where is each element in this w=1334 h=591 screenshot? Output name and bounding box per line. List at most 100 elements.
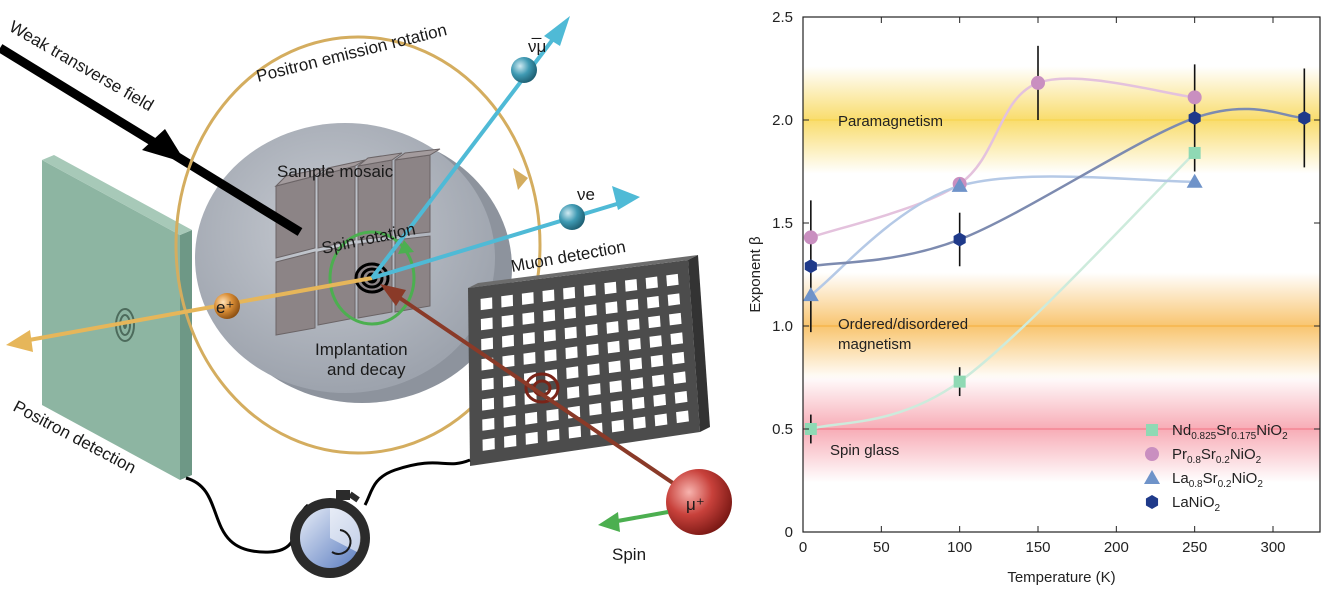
grid-hole xyxy=(589,402,602,416)
point-hexagon xyxy=(1298,110,1311,125)
point-triangle xyxy=(802,287,819,302)
grid-hole xyxy=(666,273,679,287)
point-square xyxy=(953,375,966,388)
anti-muon-neutrino-label: ν̅μ xyxy=(528,37,546,56)
grid-hole xyxy=(543,329,556,343)
grid-hole xyxy=(563,306,576,320)
grid-hole xyxy=(501,294,514,308)
grid-hole xyxy=(503,414,516,428)
grid-hole xyxy=(566,386,580,399)
spin-arrow-icon xyxy=(398,240,414,254)
grid-hole xyxy=(564,326,577,340)
grid-hole xyxy=(543,309,556,323)
point-circle xyxy=(1187,90,1202,105)
grid-hole xyxy=(671,351,685,365)
x-tick-label: 50 xyxy=(873,539,890,556)
grid-hole xyxy=(547,428,560,442)
point-square xyxy=(804,423,817,435)
legend-label: Pr0.8Sr0.2NiO2 xyxy=(1172,446,1262,466)
y-tick-label: 0.5 xyxy=(772,421,793,438)
grid-hole xyxy=(482,437,495,451)
series-curves xyxy=(810,77,1305,431)
y-axis-label: Exponent β xyxy=(747,236,764,313)
grid-hole xyxy=(481,337,494,351)
grid-hole xyxy=(584,304,597,317)
legend-marker xyxy=(1145,447,1159,461)
legend-marker xyxy=(1144,470,1160,484)
legend-marker xyxy=(1146,424,1158,436)
band-label: Ordered/disordered xyxy=(838,316,968,333)
legend: Nd0.825Sr0.175NiO2Pr0.8Sr0.2NiO2La0.8Sr0… xyxy=(1144,422,1288,514)
data-points xyxy=(802,75,1311,435)
grid-hole xyxy=(606,321,619,334)
point-square xyxy=(1188,146,1201,159)
legend-label: LaNiO2 xyxy=(1172,494,1221,514)
grid-hole xyxy=(563,286,576,300)
curve-3 xyxy=(810,107,1305,268)
grid-hole xyxy=(542,289,555,303)
muon-detector-grid xyxy=(468,255,710,466)
point-hexagon xyxy=(1188,110,1201,125)
muon-label: μ⁺ xyxy=(686,495,705,514)
x-tick-label: 150 xyxy=(1025,539,1050,556)
y-tick-label: 1.5 xyxy=(772,215,793,232)
grid-hole xyxy=(629,357,643,371)
y-tick-label: 1.0 xyxy=(772,318,793,335)
band-label: Paramagnetism xyxy=(838,113,943,130)
grid-hole xyxy=(588,383,601,396)
positron-label: e⁺ xyxy=(216,298,234,317)
grid-hole xyxy=(583,284,596,297)
positron-detector-plate xyxy=(42,155,192,480)
detector-cable xyxy=(185,476,310,554)
point-hexagon xyxy=(953,232,966,247)
grid-hole xyxy=(525,431,538,445)
grid-hole xyxy=(566,366,579,379)
grid-hole xyxy=(624,279,638,292)
point-triangle xyxy=(1186,173,1203,188)
curve-1 xyxy=(810,77,1195,239)
plot-frame xyxy=(802,16,1321,533)
grid-hole xyxy=(607,340,620,354)
spin-direction-arrow xyxy=(598,510,669,532)
grid-hole xyxy=(546,408,559,422)
grid-hole xyxy=(503,394,516,408)
grid-hole xyxy=(633,416,646,430)
grid-hole xyxy=(565,346,578,360)
point-triangle xyxy=(951,177,968,192)
y-tick-label: 2.5 xyxy=(772,9,793,26)
electron-neutrino-label: νe xyxy=(577,185,595,204)
grid-hole xyxy=(523,352,536,365)
grid-hole xyxy=(653,393,667,407)
x-tick-label: 300 xyxy=(1260,539,1285,556)
y-tick-label: 0 xyxy=(785,524,793,541)
grid-hole xyxy=(604,281,617,295)
grid-hole xyxy=(650,354,664,368)
grid-hole xyxy=(502,354,515,368)
y-tick-label: 2.0 xyxy=(772,112,793,129)
grid-hole xyxy=(502,374,515,388)
grid-hole xyxy=(649,335,662,348)
grid-hole xyxy=(645,276,658,289)
grid-hole xyxy=(502,334,514,348)
grid-hole xyxy=(568,425,582,439)
orbit-arrow-icon xyxy=(513,168,528,190)
band-label: magnetism xyxy=(838,336,911,353)
emission-orbit xyxy=(174,35,542,455)
x-tick-label: 200 xyxy=(1104,539,1129,556)
grid-hole xyxy=(609,380,623,393)
grid-hole xyxy=(586,343,599,357)
grid-hole xyxy=(669,312,682,326)
and-decay-label: and decay xyxy=(327,360,406,379)
grid-hole xyxy=(522,332,535,345)
grid-hole xyxy=(628,338,641,351)
legend-marker xyxy=(1145,495,1159,509)
muon-path: μ⁺ xyxy=(380,284,732,535)
band-label: Spin glass xyxy=(830,442,899,459)
spin-rotation-circle xyxy=(328,230,416,326)
grid-hole xyxy=(480,317,493,331)
positron-path: e⁺ xyxy=(6,276,373,352)
sample-mosaic-label: Sample mosaic xyxy=(277,162,394,181)
grid-hole xyxy=(673,371,686,385)
weak-field-arrow xyxy=(0,44,303,236)
